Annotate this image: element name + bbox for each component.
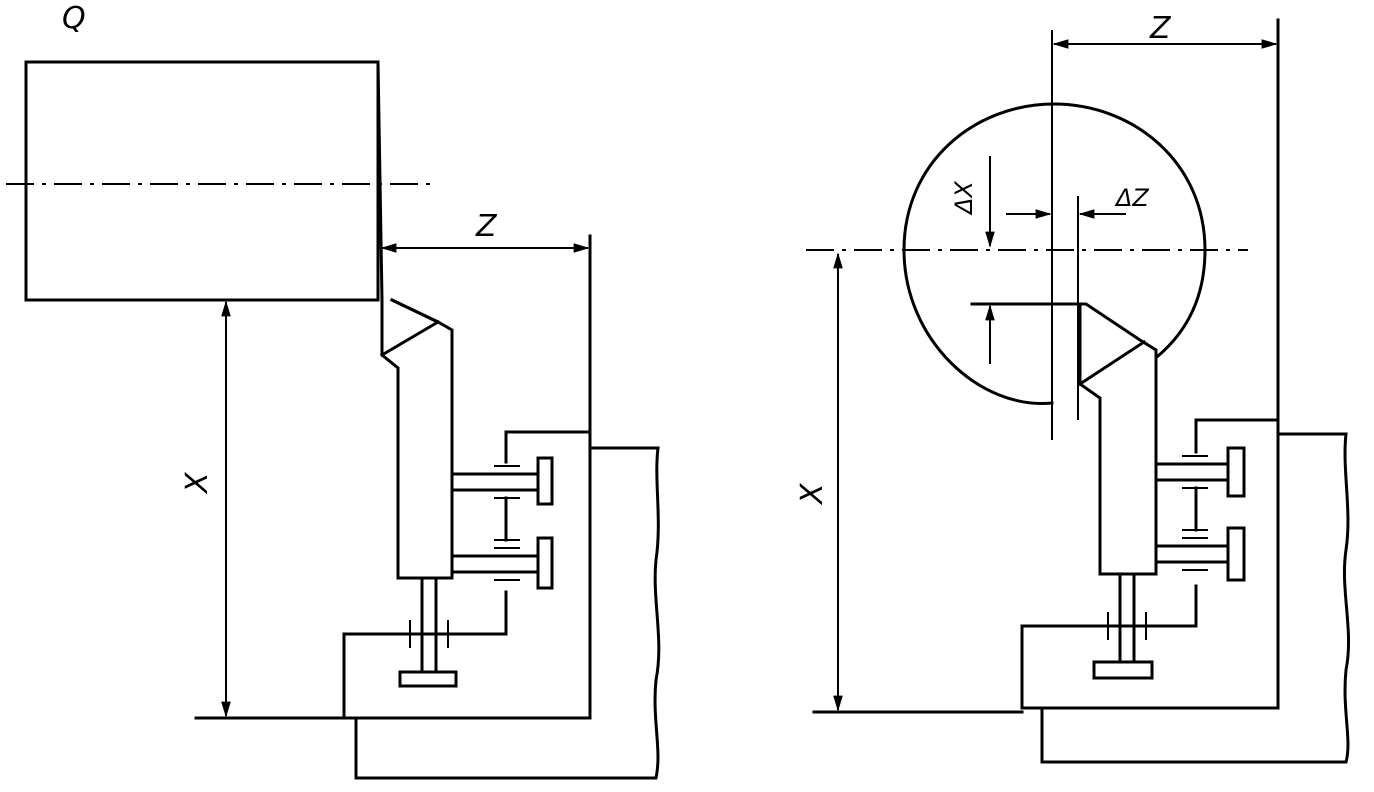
turret-housing-right [1194,418,1280,454]
label-delta-z: ΔZ [1114,184,1149,212]
label-z-left: Z [475,209,498,244]
label-x-right: X [795,482,830,506]
tool-tip-edge [379,319,441,358]
label-q: Q [62,1,86,36]
adjust-knob-bottom-right [1092,660,1154,680]
label-delta-x: ΔX [950,181,978,216]
machine-base-right [1040,432,1351,764]
tool-holder-right [970,302,1158,576]
turret-housing [504,234,592,464]
label-z-right: Z [1149,11,1172,46]
adjust-knob-upper [536,456,554,506]
adjust-knob-lower-right [1226,526,1246,582]
adjust-knob-upper-right [1226,446,1246,498]
left-figure: Q Z X [6,1,661,780]
label-x-left: X [180,471,215,495]
right-figure: Z X ΔX ΔZ [795,11,1351,764]
workpiece [24,60,380,302]
adjust-knob-bottom [398,670,458,688]
tool-holder [380,297,454,580]
adjust-knob-lower [536,536,554,590]
magnification-circle [902,102,1207,405]
